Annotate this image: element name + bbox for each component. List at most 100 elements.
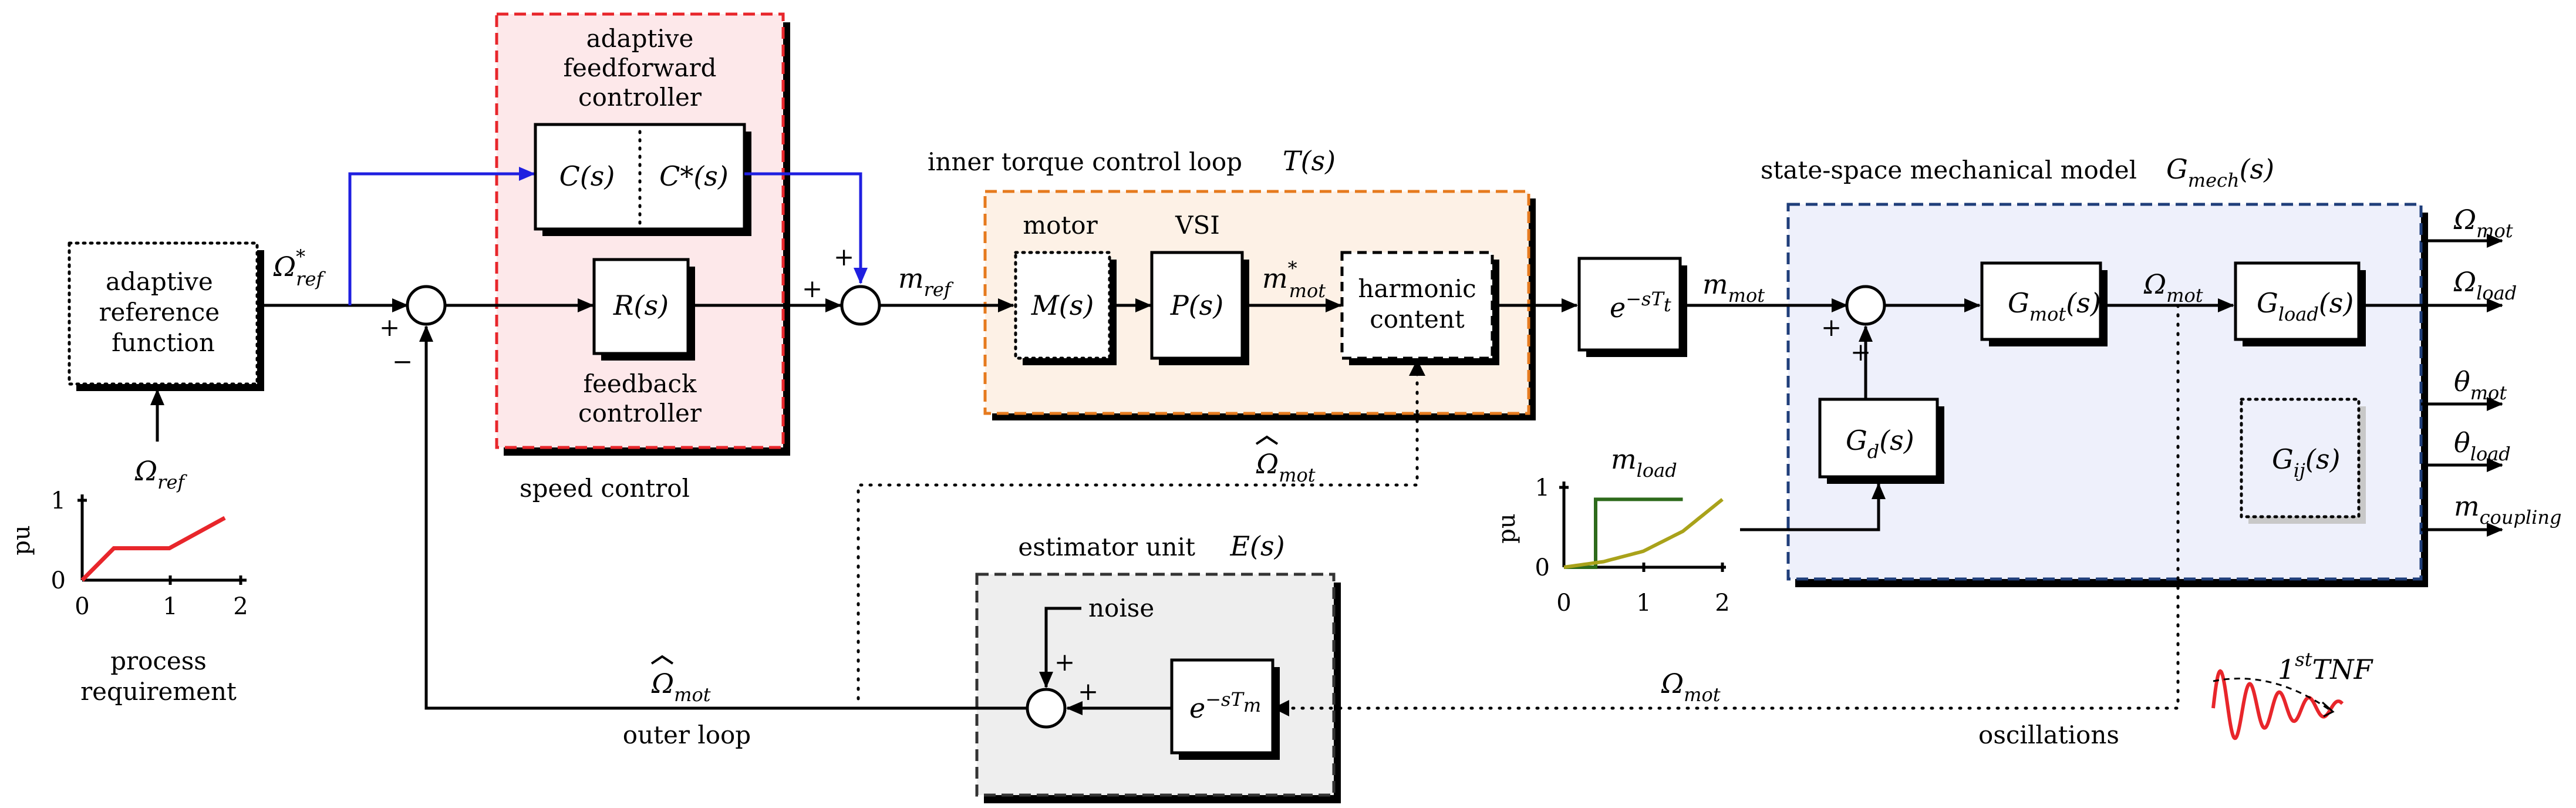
sum3-plus-left: + [1821, 313, 1842, 342]
torque-delay-block: e−sTt [1577, 257, 1687, 357]
vsi-block: P(s) [1150, 251, 1249, 365]
omega-mot-inner-label: Ωmot [2143, 268, 2203, 307]
outer-loop-label: outer loop [623, 721, 751, 749]
omega-ref-label: Ωref [134, 455, 187, 493]
m-mot-star-label: m*mot [1262, 257, 1326, 302]
sum1-minus-sign: − [392, 347, 413, 376]
feedback-controller-block: R(s) [592, 258, 695, 361]
load-title: mload [1611, 443, 1677, 482]
omega-hat-bottom-hat [650, 655, 674, 665]
gmot-block: Gmot(s) [1980, 261, 2108, 346]
sum3-plus-bottom: + [1850, 338, 1871, 366]
load-torque-plot: 0 1 0 1 2 pu mload [1493, 443, 1730, 617]
estimator-region [975, 573, 1341, 803]
omega-mot-measurement-wire [1285, 304, 2180, 710]
motor-block: M(s) [1014, 251, 1117, 365]
harmonic-label-2: content [1370, 305, 1465, 334]
process-xlabel-1: process [110, 647, 207, 675]
load-ylabel: pu [1493, 513, 1520, 543]
gd-label: Gd(s) [1846, 425, 1914, 463]
omega-ref-star-label: Ω*ref [273, 245, 326, 290]
inner-loop-tf: T(s) [1283, 145, 1336, 177]
summing-junction-4 [1026, 688, 1067, 729]
load-ytick-0-label: 0 [1535, 554, 1550, 581]
oscillation-envelope-arrow [2322, 701, 2335, 718]
load-xtick-2-label: 2 [1715, 590, 1729, 617]
gij-label: Gij(s) [2272, 443, 2340, 482]
load-step-curve [1564, 497, 1683, 569]
adaptive-reference-function-block: adaptive reference function [68, 241, 264, 391]
summing-junction-1 [406, 285, 447, 326]
reference-function-label: adaptive reference function [99, 267, 227, 357]
C-label: C(s) [559, 160, 615, 192]
omega-hat-dotted-arrow [1409, 359, 1425, 376]
harmonic-content-block: harmonic content [1340, 251, 1499, 365]
harmonic-label-1: harmonic [1358, 274, 1476, 303]
process-xtick-2-label: 2 [233, 593, 248, 620]
estimator-title: estimator unit [1018, 533, 1195, 561]
summing-junction-3 [1845, 285, 1886, 326]
load-ytick-1-label: 1 [1535, 474, 1550, 501]
gload-label: Gload(s) [2257, 287, 2354, 325]
oscillation-waveform [2211, 669, 2344, 740]
process-xtick-0-label: 0 [75, 593, 89, 620]
motor-label: motor [1023, 211, 1098, 240]
mech-title: state-space mechanical model [1761, 156, 2137, 184]
process-ytick-1-label: 1 [51, 487, 66, 514]
load-xtick-1-label: 1 [1636, 590, 1651, 617]
feedforward-title-2: feedforward [563, 53, 716, 82]
M-label: M(s) [1031, 289, 1094, 321]
oscillation-envelope [2213, 678, 2331, 712]
speed-control-label: speed control [520, 474, 690, 503]
omega-hat-mot-label-top: Ωmot [1256, 448, 1316, 486]
inner-loop-title: inner torque control loop [928, 147, 1242, 176]
omega-mot-measured-label: Ωmot [1661, 668, 1721, 706]
feedforward-controller-block: C(s) C*(s) [534, 123, 751, 236]
load-xtick-0-label: 0 [1556, 590, 1571, 617]
m-load-to-gd-wire [1740, 483, 1886, 531]
process-requirement-plot: 0 1 0 1 2 pu process requirement [8, 487, 248, 706]
process-xlabel-2: requirement [80, 677, 237, 706]
gload-block: Gload(s) [2234, 261, 2366, 346]
delay-t-label: e−sTt [1610, 288, 1671, 324]
measurement-delay-block: e−sTm [1170, 658, 1280, 760]
process-xtick-1-label: 1 [163, 593, 177, 620]
omega-hat-mot-label-bottom: Ωmot [651, 668, 711, 706]
noise-wire [1039, 607, 1081, 688]
mech-tf: Gmech(s) [2166, 153, 2274, 191]
feedforward-branch-wire [348, 167, 535, 305]
m-ref-label: mref [898, 262, 954, 301]
R-label: R(s) [613, 289, 669, 321]
sum4-plus-right: + [1078, 677, 1098, 706]
output-theta-load: θload [2454, 427, 2511, 465]
estimator-tf: E(s) [1229, 530, 1284, 562]
omega-mot-measurement-arrow [1273, 700, 1289, 716]
process-ylabel: pu [8, 525, 35, 555]
gd-block: Gd(s) [1818, 398, 1944, 484]
feedforward-title-3: controller [578, 83, 702, 112]
output-m-coupling: mcoupling [2454, 490, 2561, 528]
outputs: Ωmot Ωload θmot θload mcoupling [2421, 204, 2561, 537]
feedback-title-2: controller [578, 399, 702, 427]
P-label: P(s) [1170, 289, 1223, 321]
gmot-label: Gmot(s) [2008, 287, 2101, 325]
process-requirement-curve [80, 516, 226, 582]
feedforward-output-wire [744, 172, 868, 284]
load-ramp-curve [1563, 498, 1724, 569]
output-omega-load: Ωload [2453, 266, 2517, 304]
Cstar-label: C*(s) [659, 160, 729, 192]
omega-hat-top-hat [1255, 435, 1279, 445]
tnf-label: 1stTNF [2278, 648, 2373, 685]
delay-m-label: e−sTm [1189, 688, 1261, 724]
summing-junction-2 [840, 285, 881, 326]
tnf-oscillation-icon: 1stTNF [2211, 648, 2373, 740]
feedback-title-1: feedback [583, 369, 697, 398]
outer-loop-wire [419, 325, 1027, 710]
sum2-plus-left: + [802, 274, 822, 303]
feedforward-title-1: adaptive [586, 24, 694, 53]
m-mot-label: mmot [1702, 268, 1765, 307]
sum2-plus-top: + [834, 243, 854, 271]
vsi-label: VSI [1175, 211, 1220, 240]
process-ytick-0-label: 0 [51, 567, 66, 594]
